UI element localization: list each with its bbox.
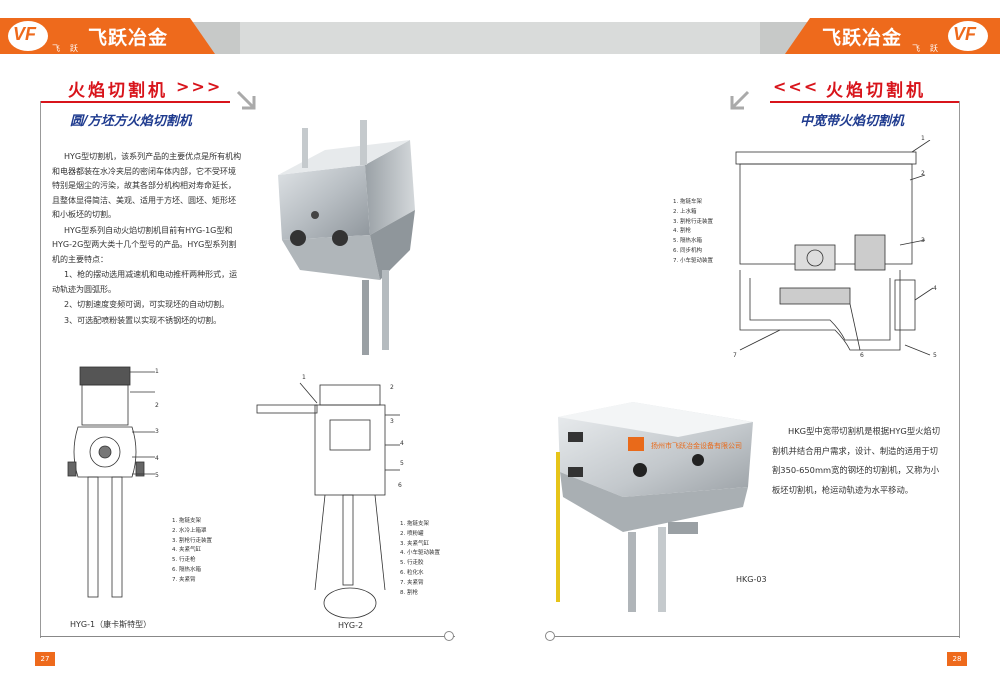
right-title-underline <box>770 101 960 103</box>
callout-number: 1 <box>155 368 159 375</box>
brand-name-left: 飞跃冶金 <box>88 27 169 49</box>
hyg1-diagram <box>67 366 155 598</box>
paragraph: HYG型切割机，该系列产品的主要优点是所有机构和电器都装在水冷夹层的密闭车体内部… <box>52 152 242 219</box>
right-section-title: 火焰切割机 <box>826 81 926 101</box>
hyg2-legend: 1. 拖链支架 2. 喷粉罐 3. 夹紧气缸 4. 小车驱动装置 5. 行走胶 … <box>400 520 440 598</box>
callout-number: 1 <box>921 135 925 142</box>
legend-item: 4. 小车驱动装置 <box>400 550 440 557</box>
right-description: HKG型中宽带切割机是根据HYG型火焰切割机并结合用户需求，设计、制造的适用于切… <box>772 426 941 495</box>
legend-item: 3. 割枪行走装置 <box>673 218 713 225</box>
header-band-center <box>240 22 760 54</box>
legend-item: 6. 隔热水箱 <box>172 566 201 573</box>
logo-sub-right: 飞跃 <box>912 44 948 53</box>
callout-number: 6 <box>860 352 864 359</box>
callout-number: 2 <box>921 170 925 177</box>
hyg2-diagram <box>256 382 400 619</box>
callout-number: 3 <box>155 428 159 435</box>
legend-item: 3. 夹紧气缸 <box>400 540 429 547</box>
callout-number: 7 <box>733 352 737 359</box>
callout-number: 2 <box>390 384 394 391</box>
callout-number: 4 <box>155 455 159 462</box>
legend-item: 1. 拖链支架 <box>400 521 429 527</box>
left-title-underline <box>40 101 230 103</box>
callout-number: 6 <box>398 482 402 489</box>
hkg-caption: HKG-03 <box>736 575 767 584</box>
legend-item: 4. 割枪 <box>673 228 691 235</box>
logo-sub-left: 飞跃 <box>52 44 88 53</box>
callout-number: 3 <box>390 418 394 425</box>
legend-item: 2. 水冷上箱罩 <box>172 527 207 534</box>
left-bottom-rule <box>40 636 455 637</box>
paragraph: HYG型系列自动火焰切割机目前有HYG-1G型和HYG-2G型两大类十几个型号的… <box>52 225 237 264</box>
hkg-legend: 1. 拖链车架 2. 上水箱 3. 割枪行走装置 4. 割枪 5. 隔热水箱 6… <box>673 198 713 267</box>
left-page-border <box>40 101 41 638</box>
callout-number: 4 <box>400 440 404 447</box>
legend-item: 2. 喷粉罐 <box>400 530 424 537</box>
arrow-down-right-icon <box>236 90 256 110</box>
callout-number: 1 <box>302 374 306 381</box>
legend-item: 5. 行走胶 <box>400 560 424 567</box>
left-subtitle: 圆/方坯方火焰切割机 <box>70 114 192 129</box>
right-section-arrows: <<< <box>773 77 820 96</box>
page-number-right: 28 <box>947 652 967 666</box>
circle-marker <box>545 631 555 641</box>
legend-item: 6. 粒化水 <box>400 569 424 576</box>
hyg1-legend: 1. 拖链支架 2. 水冷上箱罩 3. 割枪行走装置 4. 夹紧气缸 5. 行走… <box>172 517 212 586</box>
brand-name-right: 飞跃冶金 <box>822 27 903 49</box>
callout-number: 5 <box>155 472 159 479</box>
arrow-down-left-icon <box>730 90 750 110</box>
paragraph: 1、枪的摆动选用减速机和电动推杆两种形式，运动轨迹为圆弧形。 <box>52 270 238 294</box>
hyg-machine-photo <box>278 120 415 355</box>
callout-number: 5 <box>400 460 404 467</box>
callout-number: 5 <box>933 352 937 359</box>
legend-item: 5. 隔热水箱 <box>673 238 702 245</box>
right-subtitle: 中宽带火焰切割机 <box>800 114 905 129</box>
callout-number: 2 <box>155 402 159 409</box>
callout-number: 3 <box>921 237 925 244</box>
hyg2-caption: HYG-2 <box>338 621 364 630</box>
legend-item: 7. 小车驱动装置 <box>673 257 713 264</box>
legend-item: 1. 拖链支架 <box>172 518 201 524</box>
paragraph: 3、可选配喷粉装置以实现不锈钢坯的切割。 <box>64 315 222 325</box>
right-bottom-rule <box>555 636 960 637</box>
paragraph: 2、切割速度变频可调，可实现坯的自动切割。 <box>64 300 230 309</box>
legend-item: 4. 夹紧气缸 <box>172 547 201 554</box>
left-description: HYG型切割机，该系列产品的主要优点是所有机构和电器都装在水冷夹层的密闭车体内部… <box>52 150 242 329</box>
legend-item: 5. 行走枪 <box>172 557 196 564</box>
left-section-arrows: >>> <box>176 77 223 96</box>
legend-item: 8. 割枪 <box>400 589 418 596</box>
hkg-diagram <box>735 140 934 356</box>
circle-marker <box>444 631 454 641</box>
page-number-left: 27 <box>35 652 55 666</box>
legend-item: 7. 夹紧臂 <box>400 579 424 586</box>
legend-item: 7. 夹紧臂 <box>172 576 196 583</box>
legend-item: 3. 割枪行走装置 <box>172 537 212 544</box>
callout-number: 4 <box>933 285 937 292</box>
machine-plate-text: 扬州市飞跃冶金设备有限公司 <box>651 441 742 450</box>
legend-item: 1. 拖链车架 <box>673 199 702 205</box>
hyg1-caption: HYG-1（康卡斯特型） <box>70 620 152 629</box>
left-section-title: 火焰切割机 <box>68 81 168 101</box>
right-page-border <box>959 101 960 638</box>
legend-item: 6. 同步机构 <box>673 247 702 254</box>
legend-item: 2. 上水箱 <box>673 208 697 215</box>
hkg-machine-photo: 扬州市飞跃冶金设备有限公司 <box>556 402 753 612</box>
brand-logo-right: VF <box>948 21 988 51</box>
brand-logo-left: VF <box>8 21 48 51</box>
